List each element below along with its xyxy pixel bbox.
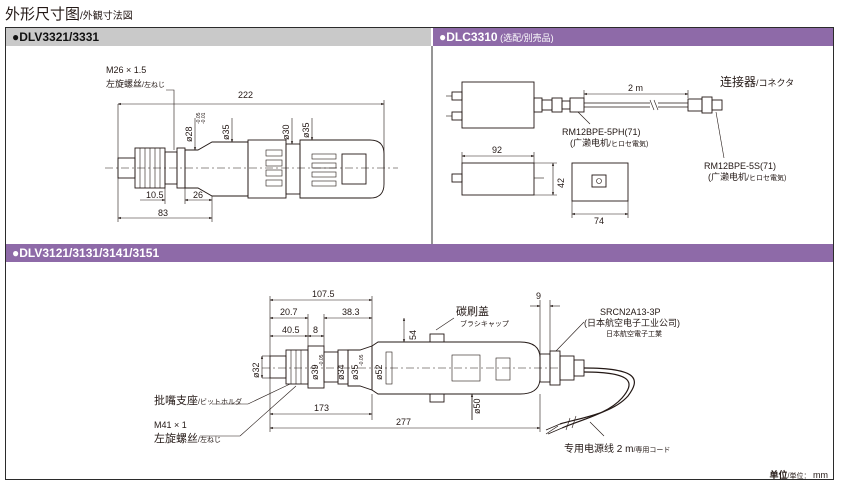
- dlv3121-connector-model: SRCN2A13-3P: [600, 307, 661, 317]
- section-title-dlc3310: ●DLC3310: [439, 30, 498, 44]
- dlv3321-thread-note: 左旋螺丝/左ねじ: [106, 78, 165, 89]
- dlv3121-thread-note: 左旋螺丝/左ねじ: [154, 431, 221, 445]
- dlv3321-dim-35a: ø35: [221, 124, 231, 140]
- dlv3121-holder-cn: 批嘴支座: [154, 393, 198, 407]
- section-header-dlv3321: ●DLV3321/3331: [6, 28, 431, 46]
- dlv3321-dimensions: [117, 100, 385, 222]
- section-header-dlc3310: ●DLC3310 (选配/別売品): [433, 28, 833, 46]
- dlc3310-plug1-model: RM12BPE-5PH(71): [562, 127, 641, 137]
- dlc3310-box-end: [571, 162, 629, 202]
- dlc3310-connector-cn: 连接器: [720, 74, 756, 89]
- dlv3321-dim-83: 83: [158, 208, 168, 218]
- dlv3121-nose: [285, 349, 309, 385]
- dlv3321-dim-105: 10.5: [146, 190, 164, 200]
- dlv3121-holder-label: 批嘴支座/ビットホルダ: [154, 393, 242, 407]
- page-title-sub: /外観寸法図: [80, 11, 133, 22]
- dlv3321-dim-30: ø30: [281, 124, 291, 140]
- dlc3310-box-side: [461, 162, 535, 196]
- page-title-main: 外形尺寸图: [5, 6, 81, 23]
- dlv3121-dim-52: ø52: [374, 364, 384, 380]
- dlv3321-thread-jp: /左ねじ: [142, 80, 165, 89]
- dlv3121-dim-34: ø34: [336, 364, 346, 380]
- dlv3121-dim-8: 8: [313, 325, 318, 335]
- dlv3321-dim-26: 26: [193, 190, 203, 200]
- dlc3310-labels: 2 m 连接器/コネクタ RM12BPE-5PH(71) (广濑电机/ヒロセ電気…: [492, 74, 794, 226]
- dlc3310-box-top: [461, 81, 535, 129]
- dlv3121-cord-label: 专用电源线 2 m/専用コード: [564, 442, 670, 455]
- unit-note: 单位/単位： mm: [770, 468, 828, 481]
- dlv3321-rear-body: [299, 139, 385, 199]
- dlv3121-cord: [559, 367, 635, 425]
- dlc3310-plug2-maker-jp: /ヒロセ電気): [747, 173, 786, 182]
- section-title-dlv3321: ●DLV3321/3331: [12, 30, 100, 44]
- dlc3310-plug1-maker: (广濑电机/ヒロセ電気): [570, 137, 648, 148]
- dlv3121-cord-jp: /専用コード: [633, 445, 670, 454]
- dlv3121-brush-cap-bottom: [429, 393, 445, 403]
- dlv3321-labels: M26 × 1.5 左旋螺丝/左ねじ 222 ø28 -0.05 -0.01 ø…: [106, 65, 311, 218]
- dlv3121-connector-maker-cn: (日本航空电子工业公司): [584, 317, 680, 328]
- dlv3121-labels: 107.5 20.7 38.3 40.5 8 9 54 ø32 ø39 -0.0…: [154, 289, 680, 455]
- dlv3321-dim-total: 222: [238, 90, 253, 100]
- unit-value: mm: [813, 470, 828, 480]
- page-title: 外形尺寸图/外観寸法図: [5, 3, 133, 24]
- dlv3121-cord-cn: 专用电源线 2 m: [564, 442, 633, 455]
- unit-jp: /単位：: [787, 473, 811, 480]
- dlv3121-bit-holder: [269, 355, 287, 379]
- dlc3310-plug2-model: RM12BPE-5S(71): [704, 161, 776, 171]
- dlv3121-dim-1075: 107.5: [312, 289, 335, 299]
- dlv3121-dim-39: ø39: [310, 364, 320, 380]
- dlv3121-dim-39-tol: -0.05: [319, 354, 325, 366]
- drawing-frame: [5, 27, 834, 480]
- dlv3121-dim-9: 9: [536, 291, 541, 301]
- dlv3121-dim-35: ø35: [350, 364, 360, 380]
- dlv3121-dim-173: 173: [314, 403, 329, 413]
- dlc3310-dim-74: 74: [594, 216, 604, 226]
- dlv3121-dim-35-tol: -0.05: [359, 354, 365, 366]
- dlv3121-dim-277: 277: [396, 417, 411, 427]
- dlv3321-thread-cn: 左旋螺丝: [106, 78, 142, 89]
- dlv3121-dim-207: 20.7: [280, 307, 298, 317]
- dlv3321-body-front: [184, 141, 249, 197]
- section-title-dlv3121: ●DLV3121/3131/3141/3151: [12, 246, 160, 260]
- dlv3321-dim-28-tol-upper: -0.05: [196, 112, 202, 124]
- dlc3310-plug1-maker-cn: (广濑电机: [570, 137, 609, 148]
- dlv3121-holder-jp: /ビットホルダ: [198, 397, 242, 406]
- dlc3310-connector-jp: /コネクタ: [756, 78, 794, 88]
- dlv3121-connector-maker-jp: 日本航空電子工業: [606, 329, 662, 338]
- dlv3121-drawing: [262, 333, 635, 435]
- dlv3121-brush-cap-top: [429, 333, 445, 343]
- dlv3321-dim-35b: ø35: [301, 122, 311, 138]
- dlv3321-dim-28: ø28: [184, 126, 194, 142]
- dlc3310-dim-42: 42: [556, 178, 566, 188]
- section-header-dlv3121: ●DLV3121/3131/3141/3151: [6, 244, 833, 262]
- dlv3121-brush-cn: 碳刷盖: [456, 304, 489, 318]
- dlc3310-dimensions: [461, 90, 725, 218]
- dlv3121-dimensions: [200, 296, 605, 437]
- dlv3121-dim-32: ø32: [251, 362, 261, 378]
- dlv3321-dim-28-tol-lower: -0.01: [201, 112, 207, 124]
- dlv3121-thread-cn: 左旋螺丝: [154, 431, 198, 445]
- dlv3121-dim-405: 40.5: [282, 325, 300, 335]
- dlc3310-plug2-maker-cn: (广濑电机: [708, 171, 747, 182]
- dlc3310-plug2-maker: (广濑电机/ヒロセ電気): [708, 171, 786, 182]
- dlv3121-thread-label: M41 × 1: [154, 420, 187, 430]
- dlc3310-dim-92: 92: [492, 145, 502, 155]
- dlc3310-dim-2m: 2 m: [628, 83, 643, 93]
- dlc3310-connector-label: 连接器/コネクタ: [720, 74, 794, 89]
- dlc3310-drawing: [446, 81, 723, 202]
- dlv3121-dim-50: ø50: [472, 398, 482, 414]
- section-note-dlc3310: (选配/別売品): [497, 33, 554, 43]
- dlc3310-plug1-maker-jp: /ヒロセ電気): [609, 139, 648, 148]
- dlv3321-drawing: [105, 89, 398, 199]
- dlv3121-thread-jp: /左ねじ: [198, 435, 221, 444]
- dlv3121-dim-54: 54: [408, 330, 418, 340]
- dlv3321-label-window: [341, 153, 367, 185]
- unit-cn: 单位: [769, 470, 788, 480]
- dlv3321-thread-label: M26 × 1.5: [106, 65, 146, 75]
- dlv3121-dim-383: 38.3: [342, 307, 360, 317]
- dlv3121-brush-jp: ブラシキャップ: [460, 319, 509, 328]
- dlv3321-grip: [247, 139, 287, 199]
